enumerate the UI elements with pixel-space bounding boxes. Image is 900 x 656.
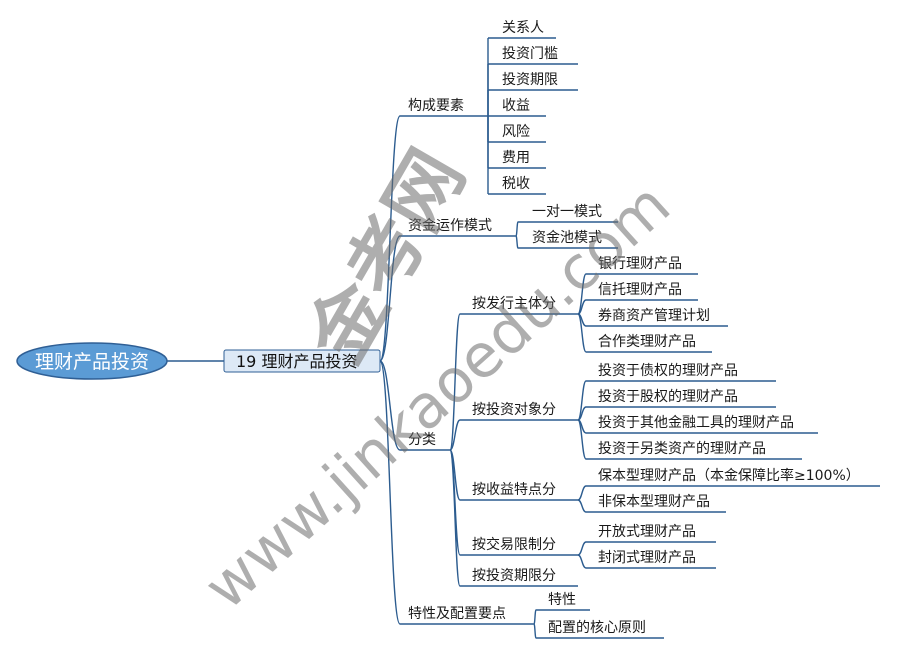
group-by-return[interactable]: 按收益特点分 — [460, 482, 578, 501]
group-by-trading[interactable]: 按交易限制分 — [460, 536, 578, 556]
leaf-cooperative-wmp[interactable]: 合作类理财产品 — [598, 334, 696, 350]
connector-trading-1 — [577, 554, 587, 569]
connector-operation-1 — [515, 235, 519, 249]
branch-features[interactable]: 特性及配置要点 — [400, 606, 534, 625]
leaf-return[interactable]: 收益 — [502, 98, 530, 114]
connector-issuer-3 — [577, 313, 587, 353]
operation-leaves: 一对一模式 资金池模式 — [518, 204, 618, 249]
connector-lines — [167, 37, 587, 639]
branch-operation-label: 资金运作模式 — [408, 218, 492, 234]
leaf-equity-wmp[interactable]: 投资于股权的理财产品 — [598, 389, 738, 405]
group-by-return-label: 按收益特点分 — [472, 482, 556, 498]
main-topic-node[interactable]: 19 理财产品投资 — [223, 349, 381, 373]
leaf-related-parties[interactable]: 关系人 — [502, 20, 544, 36]
group-by-term-label: 按投资期限分 — [472, 568, 556, 584]
leaf-investment-period[interactable]: 投资期限 — [502, 72, 558, 88]
issuer-leaves: 银行理财产品 信托理财产品 券商资产管理计划 合作类理财产品 — [586, 256, 728, 353]
target-leaves: 投资于债权的理财产品 投资于股权的理财产品 投资于其他金融工具的理财产品 投资于… — [586, 363, 818, 460]
group-by-target[interactable]: 按投资对象分 — [460, 402, 578, 421]
leaf-core-principles[interactable]: 配置的核心原则 — [548, 620, 646, 636]
group-by-issuer[interactable]: 按发行主体分 — [460, 296, 578, 315]
connector-main-operation — [379, 235, 401, 362]
group-by-trading-label: 按交易限制分 — [472, 536, 556, 553]
leaf-other-instruments-wmp[interactable]: 投资于其他金融工具的理财产品 — [598, 415, 794, 431]
leaf-taxes[interactable]: 税收 — [502, 176, 530, 192]
leaf-non-guaranteed[interactable]: 非保本型理财产品 — [598, 494, 710, 510]
group-by-issuer-label: 按发行主体分 — [472, 296, 556, 312]
branch-operation[interactable]: 资金运作模式 — [400, 218, 516, 237]
connector-target-3 — [577, 419, 587, 460]
leaf-investment-threshold[interactable]: 投资门槛 — [502, 46, 558, 62]
branch-features-label: 特性及配置要点 — [408, 606, 506, 622]
connector-classification-1 — [449, 419, 461, 451]
leaf-open-ended[interactable]: 开放式理财产品 — [598, 524, 696, 540]
connector-features-1 — [533, 623, 537, 639]
branch-classification-label: 分类 — [408, 432, 436, 448]
leaf-fees[interactable]: 费用 — [502, 150, 530, 166]
leaf-pool-mode[interactable]: 资金池模式 — [532, 230, 602, 246]
connector-return-0 — [577, 485, 587, 501]
composition-leaves: 关系人 投资门槛 投资期限 收益 风险 费用 税收 — [488, 20, 578, 195]
connector-main-composition — [379, 115, 401, 362]
group-by-term[interactable]: 按投资期限分 — [460, 568, 578, 587]
leaf-risk[interactable]: 风险 — [502, 124, 530, 140]
leaf-one-to-one[interactable]: 一对一模式 — [532, 204, 602, 220]
leaf-trust-wmp[interactable]: 信托理财产品 — [598, 282, 682, 298]
branch-classification[interactable]: 分类 — [400, 432, 450, 451]
leaf-principal-guaranteed[interactable]: 保本型理财产品（本金保障比率≥100%） — [598, 467, 860, 484]
trading-leaves: 开放式理财产品 封闭式理财产品 — [586, 524, 716, 569]
connector-classification-4 — [449, 449, 461, 587]
return-leaves: 保本型理财产品（本金保障比率≥100%） 非保本型理财产品 — [586, 467, 880, 513]
leaf-broker-am-plan[interactable]: 券商资产管理计划 — [598, 308, 710, 324]
group-by-target-label: 按投资对象分 — [472, 402, 556, 418]
root-label: 理财产品投资 — [35, 351, 149, 373]
connector-features-0 — [533, 609, 537, 625]
connector-return-1 — [577, 499, 587, 513]
branch-composition[interactable]: 构成要素 — [400, 98, 488, 117]
features-leaves: 特性 配置的核心原则 — [536, 592, 664, 639]
leaf-characteristics[interactable]: 特性 — [548, 592, 576, 608]
root-node[interactable]: 理财产品投资 — [16, 342, 168, 380]
leaf-closed-ended[interactable]: 封闭式理财产品 — [598, 550, 696, 566]
connector-main-classification — [379, 360, 401, 451]
leaf-bank-wmp[interactable]: 银行理财产品 — [598, 256, 682, 272]
branch-composition-label: 构成要素 — [408, 98, 464, 114]
connector-main-features — [379, 360, 401, 625]
leaf-alternative-assets-wmp[interactable]: 投资于另类资产的理财产品 — [598, 441, 766, 457]
main-topic-label: 19 理财产品投资 — [236, 352, 357, 371]
connector-trading-0 — [577, 541, 587, 556]
leaf-debt-wmp[interactable]: 投资于债权的理财产品 — [598, 363, 738, 379]
connector-classification-0 — [449, 313, 461, 451]
connector-operation-0 — [515, 221, 519, 237]
